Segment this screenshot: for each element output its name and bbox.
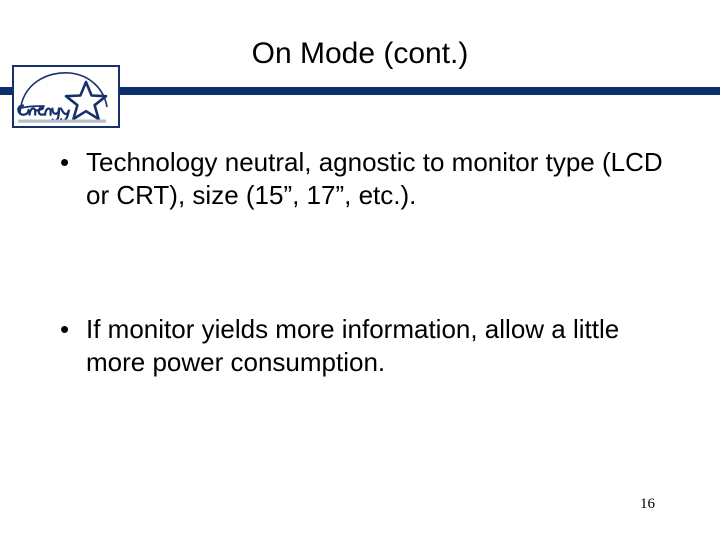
- bullet-marker-icon: •: [60, 147, 70, 177]
- logo-shadow-bar: [18, 119, 106, 123]
- bullet-item-text: Technology neutral, agnostic to monitor …: [86, 147, 663, 210]
- logo-wordmark-script: [17, 104, 70, 122]
- header-divider-bar: [0, 87, 720, 95]
- bullet-marker-icon: •: [60, 314, 70, 344]
- energy-star-logo-artwork: [17, 72, 108, 123]
- slide-body: • Technology neutral, agnostic to monito…: [52, 146, 664, 379]
- page-number: 16: [640, 496, 655, 512]
- bullet-item: • Technology neutral, agnostic to monito…: [52, 146, 664, 212]
- bullet-item: • If monitor yields more information, al…: [52, 313, 664, 379]
- logo-star-shape: [64, 80, 108, 121]
- page-title: On Mode (cont.): [251, 37, 469, 70]
- energy-star-logo: [12, 65, 120, 128]
- logo-arc-shape: [19, 72, 108, 114]
- bullet-item-text: If monitor yields more information, allo…: [86, 314, 620, 377]
